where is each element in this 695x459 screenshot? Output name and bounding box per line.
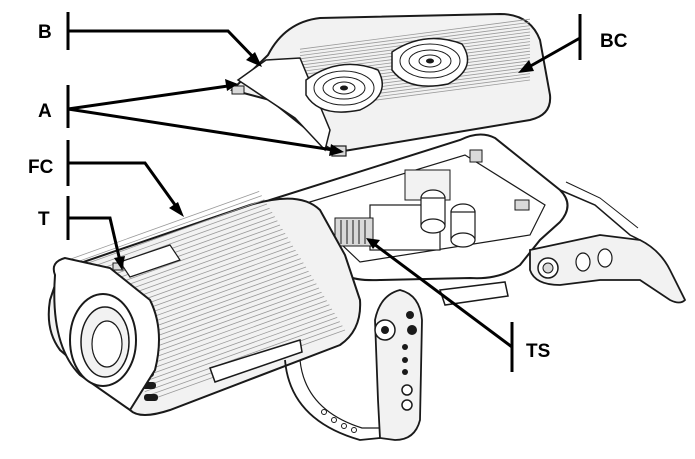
callout-bc-leader bbox=[526, 36, 581, 70]
callout-ts-label: TS bbox=[526, 341, 550, 362]
housing-rib bbox=[66, 195, 262, 266]
housing-rib bbox=[144, 321, 340, 392]
housing-rib bbox=[71, 203, 268, 275]
arrowhead-fc bbox=[169, 202, 184, 217]
housing-rib bbox=[299, 22, 531, 53]
cooling-fan-right bbox=[391, 37, 469, 87]
housing-rib bbox=[131, 300, 327, 371]
housing-rib bbox=[136, 308, 333, 380]
arrowhead-a-2 bbox=[329, 144, 344, 156]
front-lens bbox=[52, 256, 160, 412]
callout-bc-label: BC bbox=[600, 31, 628, 52]
callout-arrowheads bbox=[114, 52, 534, 270]
housing-rib bbox=[69, 199, 265, 271]
housing-rib bbox=[139, 312, 335, 384]
housing-rib bbox=[129, 296, 325, 367]
housing-rib bbox=[134, 304, 330, 376]
callout-lines bbox=[66, 12, 582, 372]
arrowhead-t bbox=[114, 256, 125, 270]
arrowhead-b bbox=[246, 52, 262, 67]
callout-ts-leader bbox=[373, 242, 513, 349]
callout-fc-leader bbox=[68, 161, 180, 210]
callout-t-leader bbox=[68, 216, 122, 262]
callout-b-leader bbox=[68, 29, 258, 62]
yoke bbox=[284, 289, 423, 441]
callout-a-leader-2 bbox=[67, 107, 334, 152]
callout-t-label: T bbox=[38, 209, 50, 230]
cooling-fan-left bbox=[305, 63, 383, 113]
arrowhead-ts bbox=[366, 238, 380, 249]
top-cover bbox=[230, 12, 552, 157]
housing-rib bbox=[64, 191, 260, 262]
callout-fc-label: FC bbox=[28, 157, 54, 178]
rear-bracket-arm bbox=[529, 181, 687, 304]
arrowhead-a-1 bbox=[225, 79, 238, 91]
rear-housing bbox=[268, 133, 569, 282]
callout-a-label: A bbox=[38, 101, 52, 122]
arrowhead-bc bbox=[518, 60, 534, 73]
housing-rib bbox=[299, 18, 531, 50]
callout-a-leader-1 bbox=[67, 84, 229, 111]
callout-b-label: B bbox=[38, 22, 52, 43]
housing-rib bbox=[142, 317, 338, 388]
heat-sink bbox=[334, 217, 374, 247]
